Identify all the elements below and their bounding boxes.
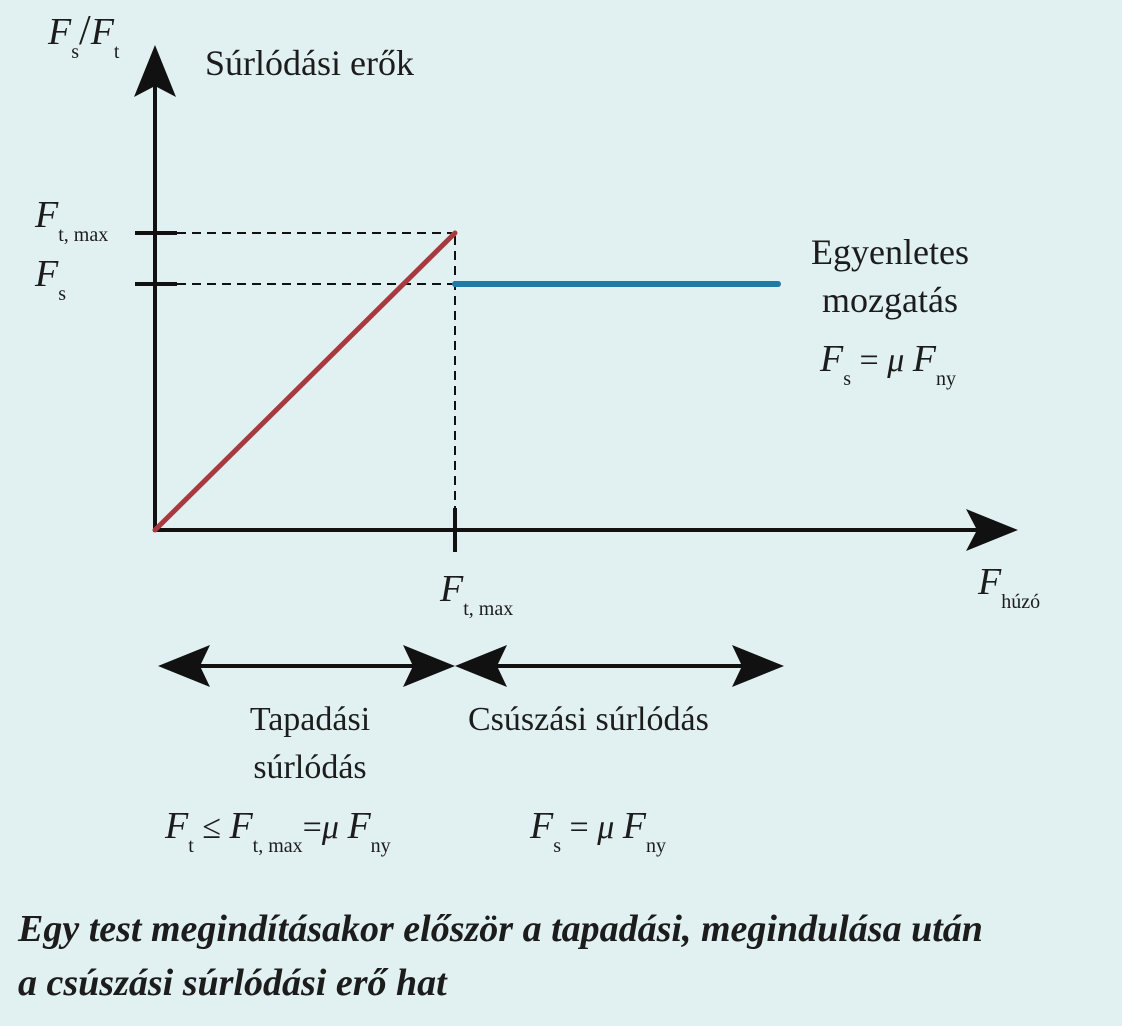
caption-line2: a csúszási súrlódási erő hat — [18, 962, 447, 1004]
uniform-motion-line1: Egyenletes — [811, 232, 969, 272]
kinetic-region-arrow-right — [732, 645, 784, 687]
sf-F2: F — [229, 805, 253, 847]
x-axis-symbol: F — [978, 561, 1002, 603]
um-F: F — [820, 338, 844, 380]
sf-sub3: ny — [370, 835, 391, 857]
sf-mu: μ — [321, 809, 339, 846]
um-F2: F — [912, 338, 936, 380]
y-axis-sub-s: s — [71, 41, 80, 63]
sf-sub2: t, max — [252, 835, 303, 857]
y-axis-symbol-2: F — [90, 11, 114, 53]
static-friction-line — [152, 230, 458, 533]
kf-sub2: ny — [646, 835, 666, 857]
sf-sub: t — [188, 835, 194, 857]
y-tick-s-symbol: F — [35, 253, 59, 295]
y-axis-slash: / — [79, 8, 91, 54]
um-mu: μ — [887, 342, 905, 379]
uniform-motion-formula: Fs = μ Fny — [820, 338, 956, 389]
y-axis-symbol: F — [48, 11, 72, 53]
x-tick-symbol: F — [440, 568, 464, 610]
sf-F: F — [165, 805, 189, 847]
y-tick-tmax-symbol: F — [35, 194, 59, 236]
y-axis-sub-t: t — [113, 41, 120, 63]
kinetic-region-arrow-left — [455, 645, 507, 687]
static-formula: Ft ≤ Ft, max=μ Fny — [165, 805, 391, 856]
static-region-line2: súrlódás — [253, 749, 367, 786]
sf-le: ≤ — [202, 809, 221, 846]
um-sub: s — [843, 368, 852, 390]
y-axis-arrowhead — [134, 45, 176, 97]
kinetic-formula: Fs = μ Fny — [530, 805, 666, 856]
x-axis-sub: húzó — [1001, 591, 1041, 613]
sf-F3: F — [347, 805, 371, 847]
kf-eq: = — [569, 809, 589, 846]
kf-mu: μ — [597, 809, 615, 846]
y-tick-label-tmax: Ft, max — [35, 194, 108, 245]
static-region-arrow-right — [403, 645, 455, 687]
y-tick-tmax-sub: t, max — [58, 224, 109, 246]
figure-caption: Egy test megindításakor először a tapadá… — [18, 902, 1108, 1010]
static-region-arrow-left — [158, 645, 210, 687]
y-tick-label-s: Fs — [35, 253, 66, 304]
kf-sub: s — [553, 835, 562, 857]
kf-F2: F — [622, 805, 646, 847]
caption-line1: Egy test megindításakor először a tapadá… — [18, 908, 983, 950]
diagram-title: Súrlódási erők — [205, 43, 414, 83]
um-eq: = — [859, 342, 879, 379]
x-axis-arrowhead — [966, 509, 1018, 551]
uniform-motion-line2: mozgatás — [822, 280, 958, 320]
sf-eq: = — [302, 809, 322, 846]
kinetic-region-label: Csúszási súrlódás — [468, 701, 709, 738]
um-sub2: ny — [936, 368, 956, 390]
kf-F: F — [530, 805, 554, 847]
x-tick-sub: t, max — [463, 598, 514, 620]
y-axis-label: Fs/Ft — [48, 8, 119, 62]
static-region-line1: Tapadási — [249, 701, 371, 738]
x-axis-label: Fhúzó — [978, 561, 1040, 612]
x-tick-label-tmax: Ft, max — [440, 568, 513, 619]
y-tick-s-sub: s — [58, 283, 67, 305]
